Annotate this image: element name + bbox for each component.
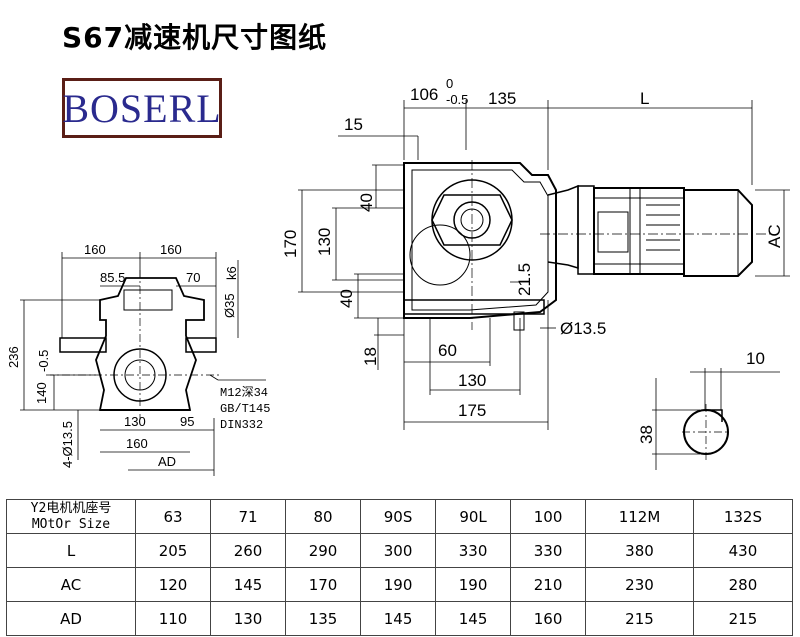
table-row: AC 120 145 170 190 190 210 230 280 (6, 567, 794, 602)
row-label-L: L (6, 533, 136, 568)
table-cell: 290 (285, 533, 362, 568)
side-dim-160-right: 160 (160, 242, 182, 257)
table-cell: 145 (360, 601, 437, 636)
dim-106-tol-upper: 0 (446, 76, 453, 91)
table-cell: 215 (692, 601, 794, 636)
side-dim-70: 70 (186, 270, 200, 285)
table-cell: 120 (134, 567, 212, 602)
dim-130-vertical: 130 (315, 228, 334, 256)
table-cell: 135 (285, 601, 362, 636)
dim-38: 38 (637, 425, 656, 444)
header-label-cn: Y2电机机座号 (30, 500, 112, 516)
table-cell: 190 (435, 567, 512, 602)
dim-hole-13-5: Ø13.5 (560, 319, 606, 338)
dim-106-tol-lower: -0.5 (446, 92, 468, 107)
table-header-row: Y2电机机座号 MOtOr Size 63 71 80 90S 90L 100 … (6, 499, 794, 534)
table-cell: 230 (585, 567, 694, 602)
dim-10: 10 (746, 349, 765, 368)
table-cell: 380 (585, 533, 694, 568)
gearbox-side-view (46, 270, 220, 420)
dim-175: 175 (458, 401, 486, 420)
left-dimension-lines (298, 164, 404, 370)
brand-logo: BOSERL (62, 78, 222, 138)
side-dim-35: Ø35 (222, 293, 237, 318)
note-standard-gb: GB/T145 (220, 402, 270, 416)
top-dimension-lines (338, 100, 790, 277)
dim-130-horizontal: 130 (458, 371, 486, 390)
dim-135: 135 (488, 89, 516, 108)
table-cell: 145 (210, 567, 287, 602)
dim-40-top: 40 (357, 193, 376, 212)
dim-15: 15 (344, 115, 363, 134)
table-row: L 205 260 290 300 330 330 380 430 (6, 533, 794, 568)
note-thread: M12深34 (220, 385, 268, 400)
motor-size-cell: 71 (210, 499, 287, 534)
side-dim-AD: AD (158, 454, 176, 469)
table-cell: 130 (210, 601, 287, 636)
table-cell: 215 (585, 601, 694, 636)
side-dim-160-bottom: 160 (126, 436, 148, 451)
table-row: AD 110 130 135 145 145 160 215 215 (6, 601, 794, 636)
table-cell: 205 (134, 533, 212, 568)
motor-size-cell: 100 (510, 499, 587, 534)
dim-170: 170 (281, 230, 300, 258)
side-dim-140: 140 (34, 382, 49, 404)
dim-18: 18 (361, 347, 380, 366)
table-cell: 260 (210, 533, 287, 568)
side-dim-130: 130 (124, 414, 146, 429)
motor-size-cell: 132S (692, 499, 794, 534)
motor-size-cell: 63 (134, 499, 212, 534)
bottom-dimension-lines (403, 281, 556, 430)
table-cell: 145 (435, 601, 512, 636)
table-header-label: Y2电机机座号 MOtOr Size (6, 499, 136, 534)
side-dim-holes: 4-Ø13.5 (60, 421, 75, 468)
row-label-AC: AC (6, 567, 136, 602)
logo-text: BOSERL (62, 85, 222, 131)
dim-L: L (640, 89, 649, 108)
table-cell: 300 (360, 533, 437, 568)
page-title: S67减速机尺寸图纸 (62, 21, 328, 54)
motor-size-cell: 112M (585, 499, 694, 534)
motor-size-cell: 90S (360, 499, 437, 534)
gearbox-front-view (403, 160, 772, 331)
table-cell: 430 (692, 533, 794, 568)
dim-21-5: 21.5 (515, 263, 534, 296)
dim-40-bottom: 40 (337, 289, 356, 308)
table-cell: 210 (510, 567, 587, 602)
shaft-section-detail (652, 368, 780, 470)
row-label-AD: AD (6, 601, 136, 636)
table-cell: 280 (692, 567, 794, 602)
note-standard-din: DIN332 (220, 418, 263, 432)
dim-60: 60 (438, 341, 457, 360)
table-cell: 330 (435, 533, 512, 568)
side-dim-35-tol: k6 (224, 266, 239, 280)
header-label-en: MOtOr Size (31, 516, 111, 532)
side-dim-236: 236 (6, 346, 21, 368)
technical-drawing: 106 0 -0.5 135 L 15 40 170 130 40 18 21.… (6, 76, 790, 476)
table-cell: 110 (134, 601, 212, 636)
side-dim-95: 95 (180, 414, 194, 429)
motor-size-cell: 80 (285, 499, 362, 534)
side-dim-85-5: 85.5 (100, 270, 125, 285)
table-cell: 190 (360, 567, 437, 602)
dim-AC: AC (765, 224, 784, 248)
motor-size-cell: 90L (435, 499, 512, 534)
table-cell: 160 (510, 601, 587, 636)
table-cell: 330 (510, 533, 587, 568)
dimension-labels: 106 0 -0.5 135 L 15 40 170 130 40 18 21.… (6, 76, 784, 469)
dim-106: 106 (410, 85, 438, 104)
table-cell: 170 (285, 567, 362, 602)
side-dim-140-tol: -0.5 (36, 350, 51, 372)
dimension-table: Y2电机机座号 MOtOr Size 63 71 80 90S 90L 100 … (6, 499, 794, 636)
side-view-dimension-lines (20, 252, 266, 476)
side-dim-160-left: 160 (84, 242, 106, 257)
